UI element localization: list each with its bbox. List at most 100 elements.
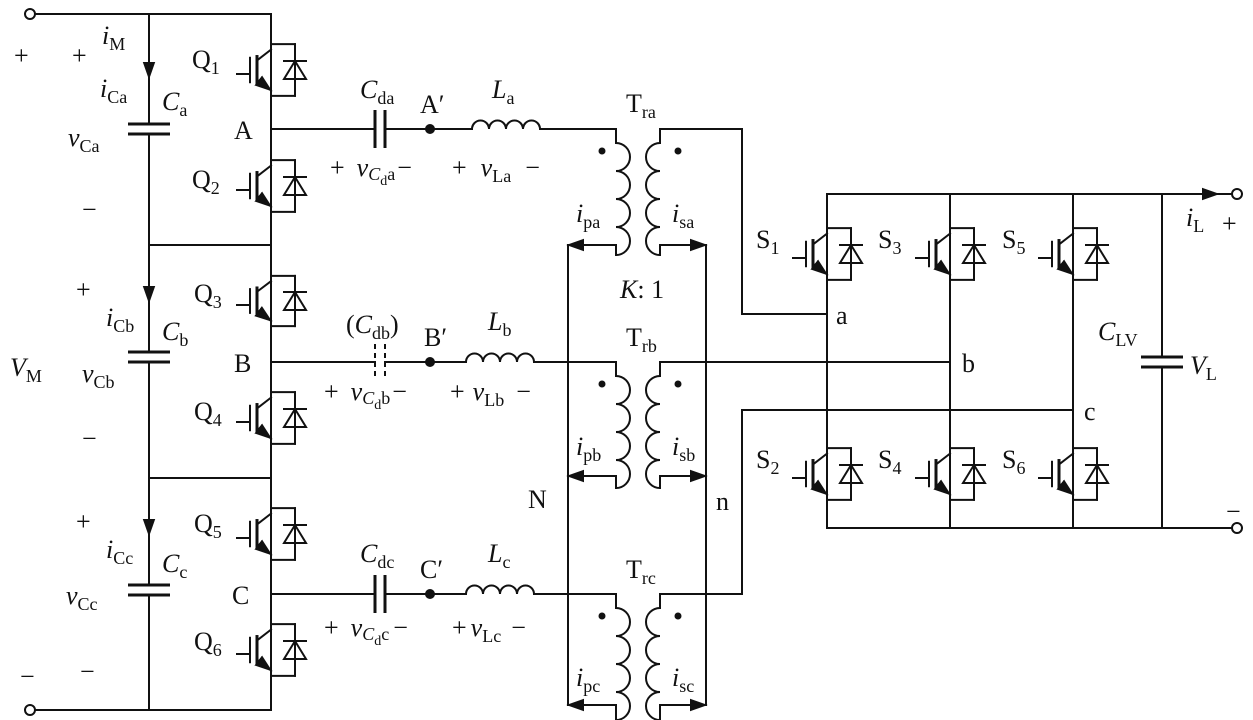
switch-s3 [915, 219, 987, 289]
xfmr-c-primary-winding [615, 607, 631, 720]
output-plus: + [1222, 209, 1237, 238]
vcc-label: vCc [66, 581, 98, 614]
leg-b-wiring [270, 344, 617, 380]
q4-label: Q4 [194, 397, 222, 430]
primary-neutral-label: N [528, 485, 547, 514]
cb-label: Cb [162, 317, 188, 350]
switch-s4 [915, 439, 987, 509]
lv-bridge-wiring [826, 187, 1243, 534]
cda-label: Cda [360, 75, 394, 108]
phase-b-label: b [962, 349, 975, 378]
q1-label: Q1 [192, 45, 220, 78]
trb-label: Trb [626, 323, 657, 356]
ca-label: Ca [162, 87, 187, 120]
output-minus: − [1226, 497, 1241, 526]
vca-label: vCa [68, 123, 100, 156]
output-voltage-label: VL [1190, 351, 1217, 384]
q2-label: Q2 [192, 165, 220, 198]
vca-minus: − [82, 195, 97, 224]
vcb-plus: + [76, 275, 91, 304]
node-c-label: C [232, 581, 249, 610]
q5-label: Q5 [194, 509, 222, 542]
lc-label: Lc [487, 539, 510, 572]
xfmr-b-primary-winding [615, 375, 631, 489]
hv-switches [236, 35, 308, 685]
input-minus-outer: − [20, 662, 35, 691]
ipc-label: ipc [576, 663, 600, 696]
vcdb-label: +vCdb− [324, 377, 407, 413]
input-plus-inner: + [72, 41, 87, 70]
vcdc-label: +vCdc− [324, 613, 408, 649]
s2-label: S2 [756, 445, 779, 478]
output-positive-terminal [1231, 188, 1243, 200]
vcc-plus: + [76, 507, 91, 536]
inductor-lb [465, 352, 535, 363]
vla-label: +vLa− [452, 153, 540, 186]
vcb-label: vCb [82, 359, 115, 392]
phase-c-label: c [1084, 397, 1096, 426]
node-b-label: B [234, 349, 251, 378]
dc-link-capacitor-c [128, 583, 170, 597]
node-c-prime-label: C′ [420, 555, 443, 584]
xfmr-b-secondary-winding [645, 375, 661, 489]
trc-label: Trc [626, 555, 656, 588]
input-plus-outer: + [14, 41, 29, 70]
dc-link-capacitor-a [128, 122, 170, 136]
q3-label: Q3 [194, 279, 222, 312]
turns-ratio-label: K: 1 [619, 275, 664, 304]
xfmr-b-primary-dot [598, 380, 606, 388]
switch-s1 [792, 219, 864, 289]
q6-label: Q6 [194, 627, 222, 660]
s4-label: S4 [878, 445, 901, 478]
xfmr-a-primary-dot [598, 147, 606, 155]
lv-switches [792, 219, 1110, 509]
phase-wiring [659, 128, 1074, 595]
switch-s6 [1038, 439, 1110, 509]
dc-link-capacitor-b [128, 350, 170, 364]
phase-a-label: a [836, 301, 848, 330]
node-a-prime-dot [425, 124, 435, 134]
vcda-label: +vCda− [330, 153, 412, 189]
ica-label: iCa [100, 74, 127, 107]
leg-a-wiring [270, 110, 617, 148]
node-b-prime-dot [425, 357, 435, 367]
xfmr-a-primary-winding [615, 142, 631, 256]
isb-label: isb [672, 432, 695, 465]
s3-label: S3 [878, 225, 901, 258]
s1-label: S1 [756, 225, 779, 258]
icb-label: iCb [106, 303, 134, 336]
s6-label: S6 [1002, 445, 1025, 478]
switch-q6 [236, 615, 308, 685]
secondary-neutral-label: n [716, 487, 729, 516]
input-voltage-label: VM [10, 353, 42, 386]
lb-label: Lb [487, 307, 511, 340]
s5-label: S5 [1002, 225, 1025, 258]
switch-q1 [236, 35, 308, 105]
input-minus-inner: − [80, 657, 95, 686]
cc-label: Cc [162, 549, 187, 582]
input-negative-terminal [24, 704, 36, 716]
input-positive-terminal [24, 8, 36, 20]
ipb-label: ipb [576, 432, 601, 465]
la-label: La [491, 75, 514, 108]
node-b-prime-label: B′ [424, 323, 447, 352]
node-c-prime-dot [425, 589, 435, 599]
transformers [598, 128, 682, 720]
tra-label: Tra [626, 89, 656, 122]
xfmr-c-secondary-winding [645, 607, 661, 720]
xfmr-c-primary-dot [598, 612, 606, 620]
leg-c-wiring [270, 575, 617, 613]
switch-q2 [236, 151, 308, 221]
input-current-label: iM [102, 21, 125, 54]
switch-q3 [236, 267, 308, 335]
switch-q5 [236, 499, 308, 569]
switch-s5 [1038, 219, 1110, 289]
output-current-label: iL [1186, 203, 1204, 236]
isc-label: isc [672, 663, 694, 696]
cdb-label: (Cdb) [346, 310, 399, 343]
output-negative-terminal [1231, 522, 1243, 534]
vlc-label: +vLc− [452, 613, 526, 646]
inductor-la [471, 119, 541, 130]
icc-label: iCc [106, 535, 133, 568]
